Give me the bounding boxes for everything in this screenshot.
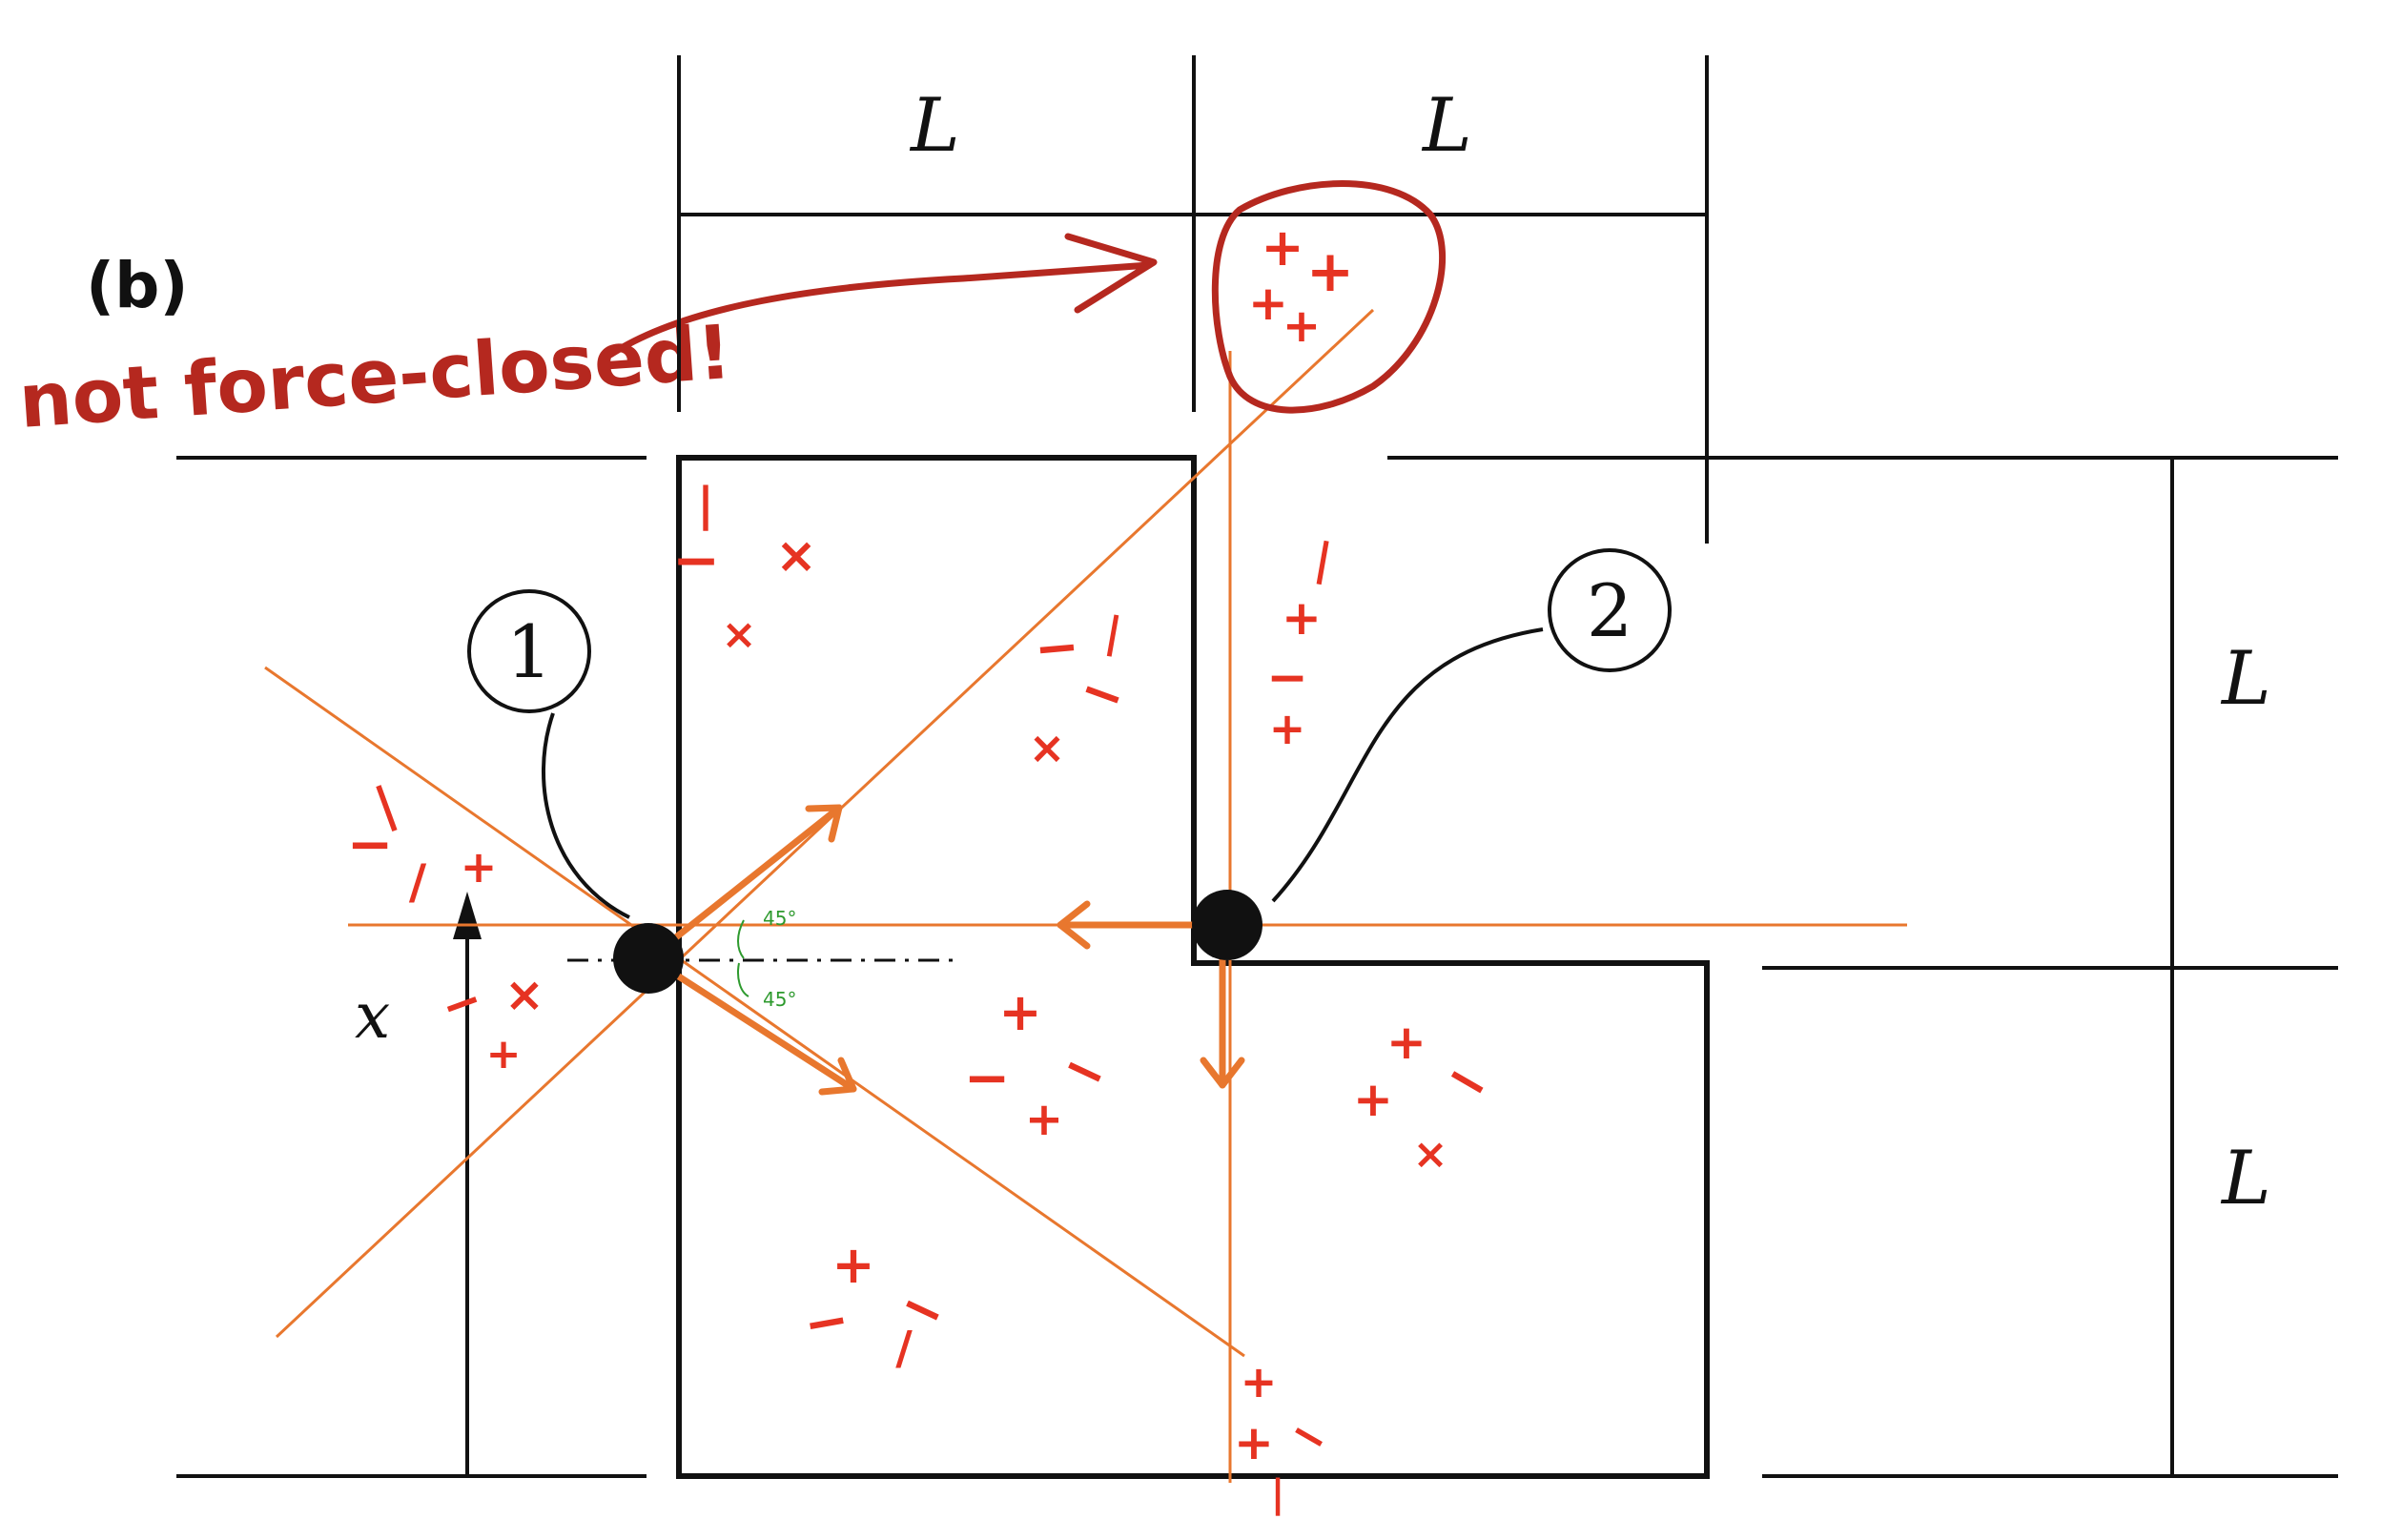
sign-mark: − xyxy=(347,811,394,876)
angle-marks xyxy=(737,919,749,997)
sign-mark: + xyxy=(461,841,498,893)
angle-label-lower: 45° xyxy=(763,988,796,1011)
sign-mark: / xyxy=(409,854,427,910)
sign-mark: × xyxy=(1413,1130,1448,1179)
sign-mark: × xyxy=(504,967,544,1022)
contact-label-circle-2 xyxy=(1548,548,1672,672)
sign-mark: − xyxy=(1433,1043,1503,1119)
sign-mark: + xyxy=(1261,217,1303,277)
panel-label: (b) xyxy=(86,249,189,322)
dimension-label-top-left: L xyxy=(909,83,960,169)
force-lines xyxy=(264,308,1907,1483)
contact-label-1: 1 xyxy=(506,609,552,694)
sign-mark: × xyxy=(1029,722,1066,773)
sign-mark: + xyxy=(998,982,1041,1042)
annotation-arrowhead xyxy=(1064,233,1158,314)
sign-mark: + xyxy=(831,1235,874,1295)
sign-mark: − xyxy=(799,1288,853,1357)
contact-point-2 xyxy=(1192,890,1262,960)
sign-mark: − xyxy=(434,971,490,1037)
sign-mark: + xyxy=(1234,1415,1274,1470)
sign-mark: − xyxy=(1280,1404,1340,1469)
sign-mark: + xyxy=(1306,238,1354,305)
sign-mark: − xyxy=(964,1045,1011,1110)
sign-marks: ++++|−××|−−×|+−+|−/+−×++−−++−+×+−−/++−| xyxy=(347,217,1503,1517)
contact-leader-2 xyxy=(1271,627,1544,903)
not-force-closed-annotation: not force-closed! xyxy=(16,310,734,445)
sign-mark: | xyxy=(1311,532,1336,586)
contact-point-1 xyxy=(613,923,684,994)
sign-mark: | xyxy=(1101,607,1125,658)
sign-mark: + xyxy=(1241,1356,1278,1407)
sign-mark: + xyxy=(1269,703,1306,754)
sign-mark: − xyxy=(1032,615,1081,681)
sign-mark: × xyxy=(775,527,817,585)
sign-mark: / xyxy=(895,1322,913,1375)
dimension-label-right-lower: L xyxy=(2220,1136,2271,1222)
contact-leader-1 xyxy=(542,712,630,919)
sign-mark: − xyxy=(1266,649,1308,707)
sign-mark: + xyxy=(1386,1015,1427,1070)
annotation-arrow xyxy=(606,261,1153,359)
sign-mark: − xyxy=(672,527,720,594)
sign-mark: + xyxy=(486,1030,522,1078)
sign-mark: | xyxy=(697,478,714,531)
sign-mark: + xyxy=(1353,1072,1393,1127)
highlight-circle xyxy=(1211,180,1446,414)
dimension-label-top-right: L xyxy=(1421,83,1472,169)
contact-label-circle-1 xyxy=(467,589,591,713)
angle-label-upper: 45° xyxy=(763,907,796,930)
right-dimension xyxy=(1387,456,2338,1478)
sign-mark: + xyxy=(1282,590,1322,646)
object-outline xyxy=(676,455,1710,1479)
force-arrows xyxy=(649,804,1245,1096)
dimension-label-right-upper: L xyxy=(2220,636,2271,722)
sign-mark: + xyxy=(1025,1093,1063,1146)
left-reference xyxy=(176,456,647,1478)
sign-mark: + xyxy=(1283,299,1321,353)
sign-mark: | xyxy=(1271,1472,1285,1517)
top-dimension xyxy=(677,55,1709,544)
sign-mark: + xyxy=(1248,276,1288,331)
contact-label-2: 2 xyxy=(1587,568,1632,653)
sign-mark: × xyxy=(722,610,757,659)
x-axis-label: x xyxy=(355,979,390,1053)
